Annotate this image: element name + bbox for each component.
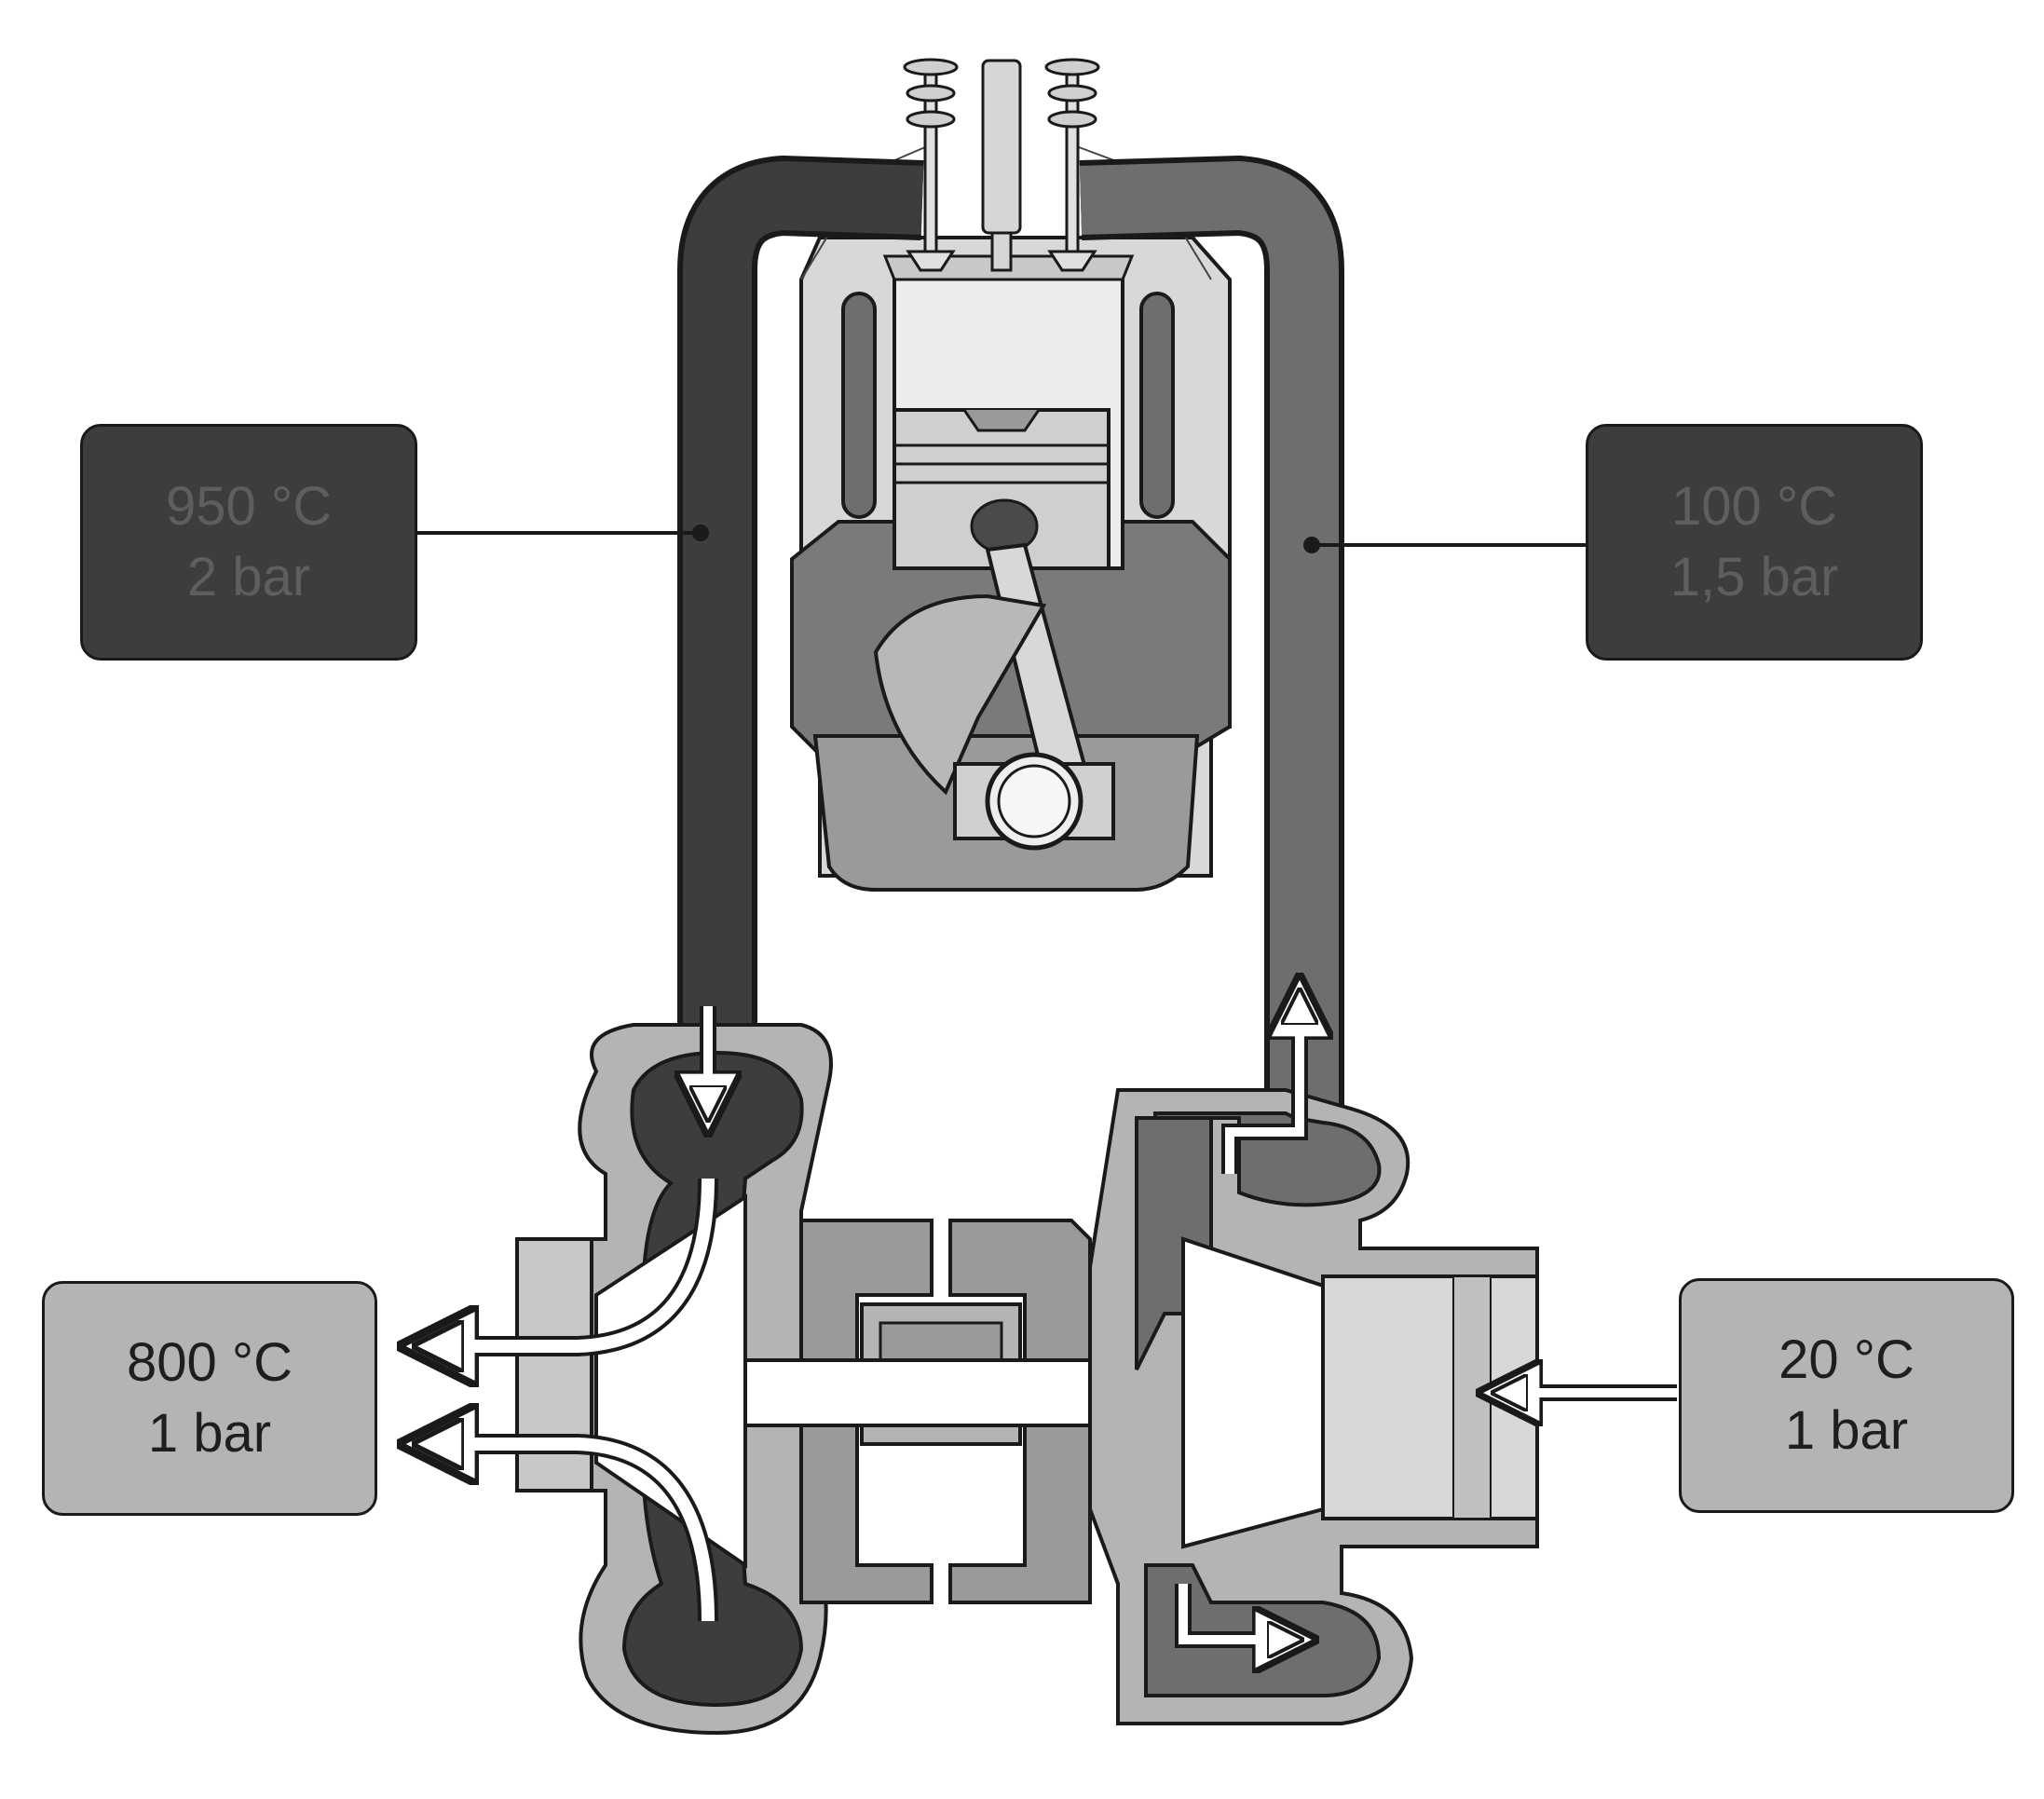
exhaust-manifold-pressure: 2 bar [186,547,311,607]
air-inlet-temperature: 20 °C [1778,1329,1915,1390]
exhaust-manifold-temperature: 950 °C [166,476,332,537]
callout-lines [417,525,1586,553]
exhaust-outlet-temperature: 800 °C [127,1332,293,1393]
crankshaft-icon [873,542,1115,851]
exhaust-outlet-pressure: 1 bar [147,1403,272,1464]
intake-manifold-temperature: 100 °C [1671,476,1837,537]
compressor-icon [1088,1088,1539,1725]
intake-manifold-pressure: 1,5 bar [1669,547,1839,607]
air-inlet-label: 20 °C 1 bar [1679,1278,2014,1513]
flow-arrow-icon [438,1006,1677,1640]
valve-train-icon [800,58,1212,280]
intake-manifold-label: 100 °C 1,5 bar [1586,424,1923,661]
piston-icon [893,408,1111,570]
air-inlet-pressure: 1 bar [1784,1400,1909,1461]
exhaust-outlet-label: 800 °C 1 bar [42,1281,377,1516]
exhaust-manifold-label: 950 °C 2 bar [80,424,417,661]
